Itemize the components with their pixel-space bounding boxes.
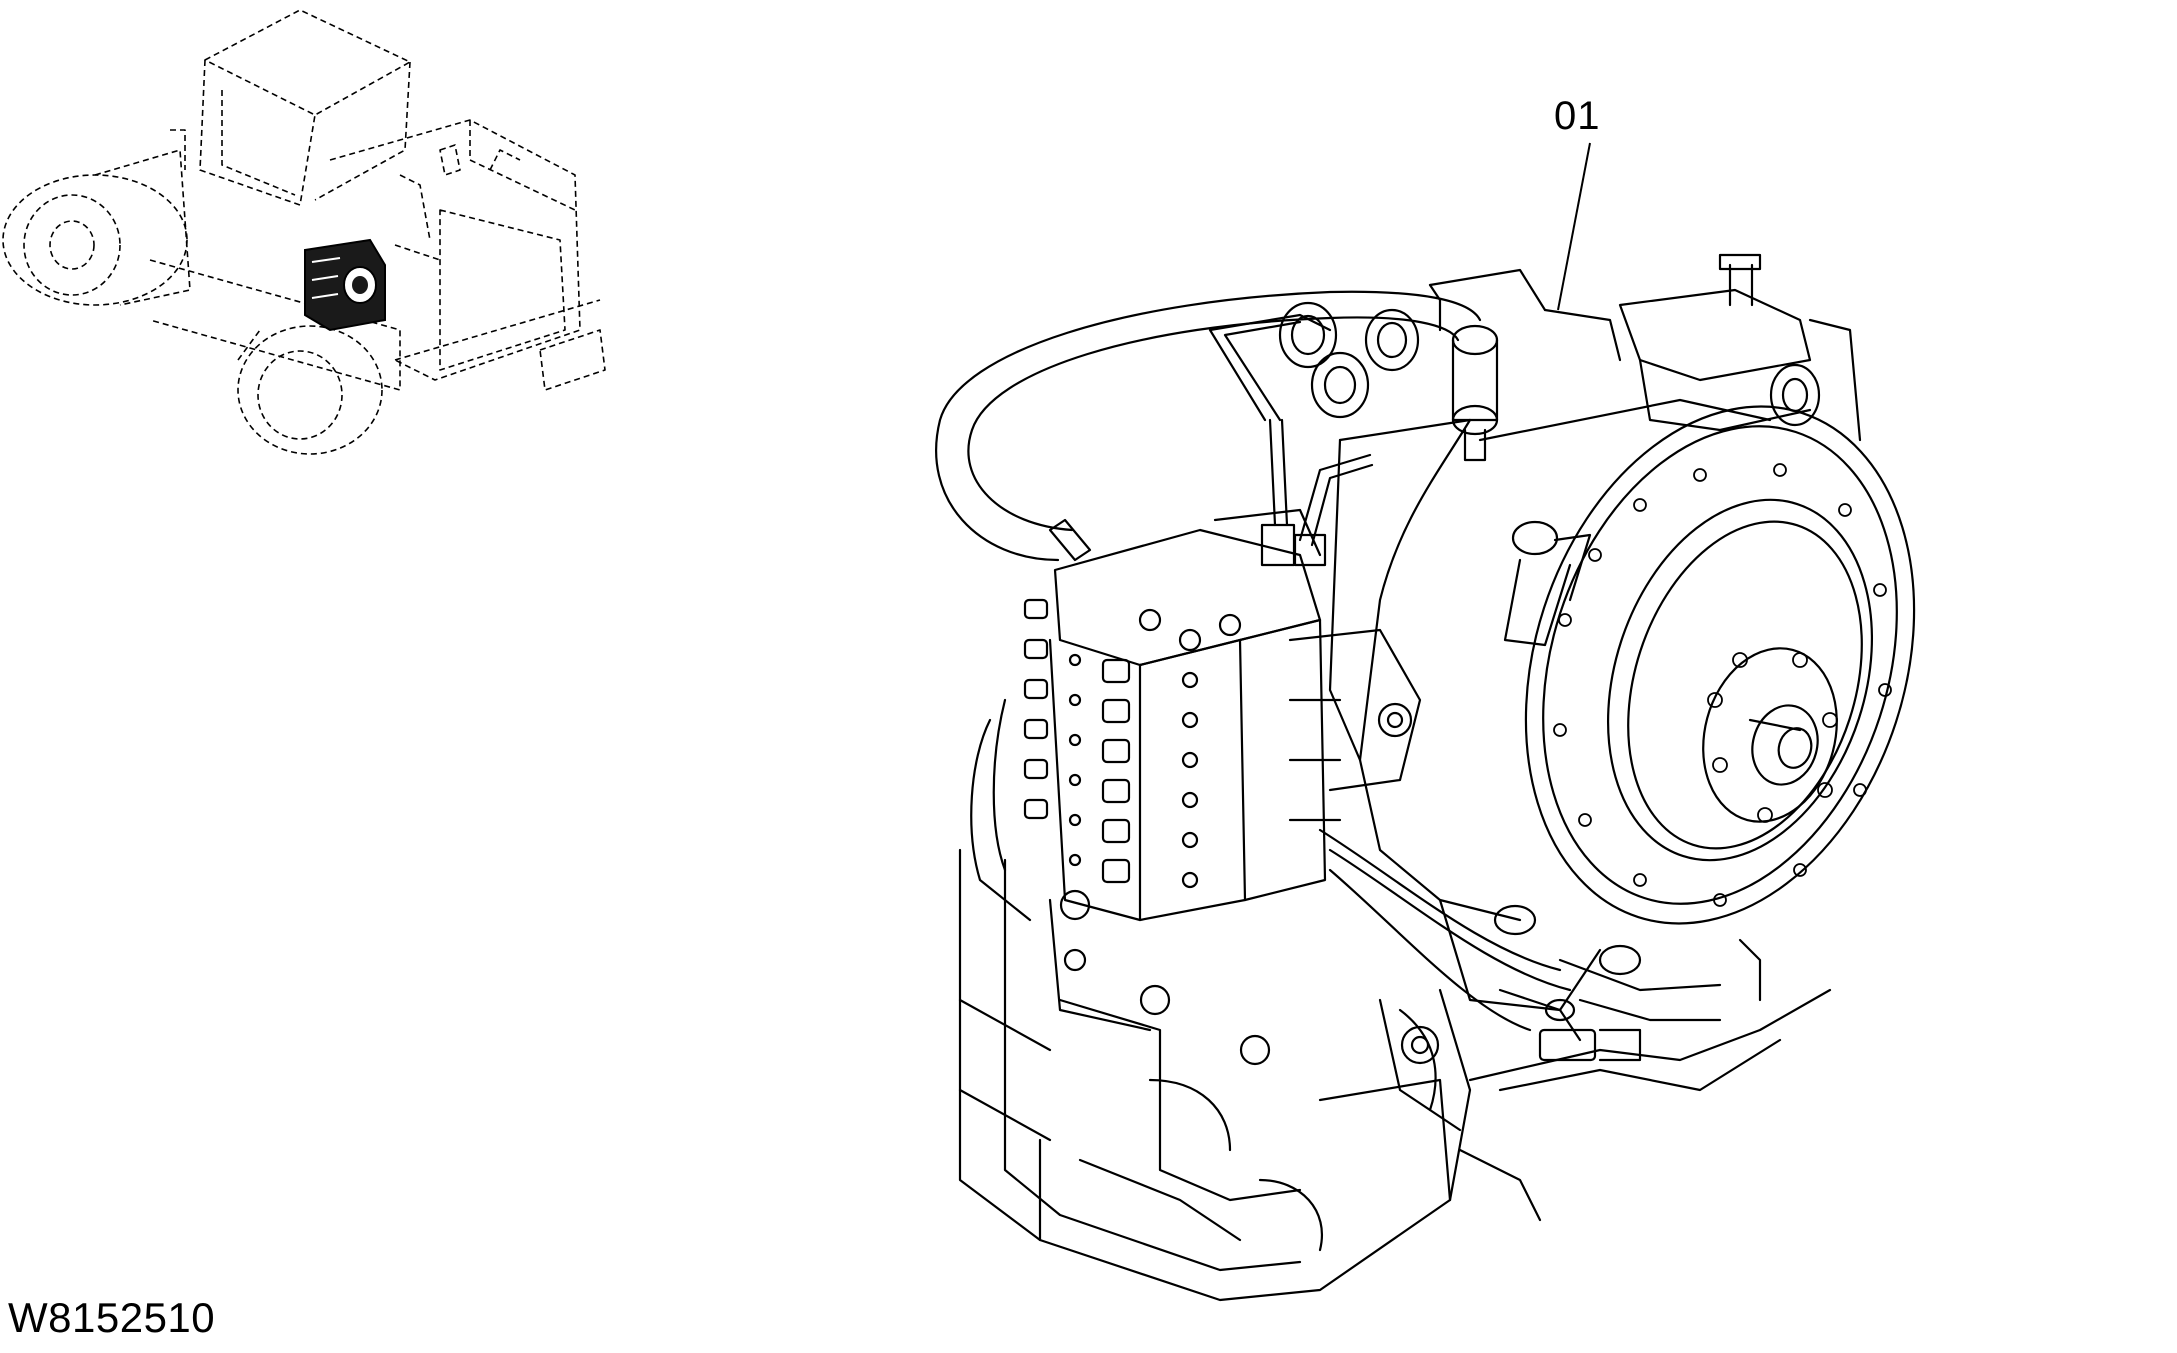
callout-label-01: 01 [1554,94,1601,138]
lifting-eye-icon [1278,301,1821,647]
valve-port-icon [1068,608,1242,889]
tractor-outline-icon [2,9,606,455]
transmission-assembly-icon [935,253,1916,1302]
callout-leader-line [1557,142,1591,311]
flexplate-bolts [1553,463,1892,907]
highlighted-component-icon [304,238,386,332]
solenoid-stack-icon [1023,598,1049,820]
drawing-number: W8152510 [8,1294,216,1341]
